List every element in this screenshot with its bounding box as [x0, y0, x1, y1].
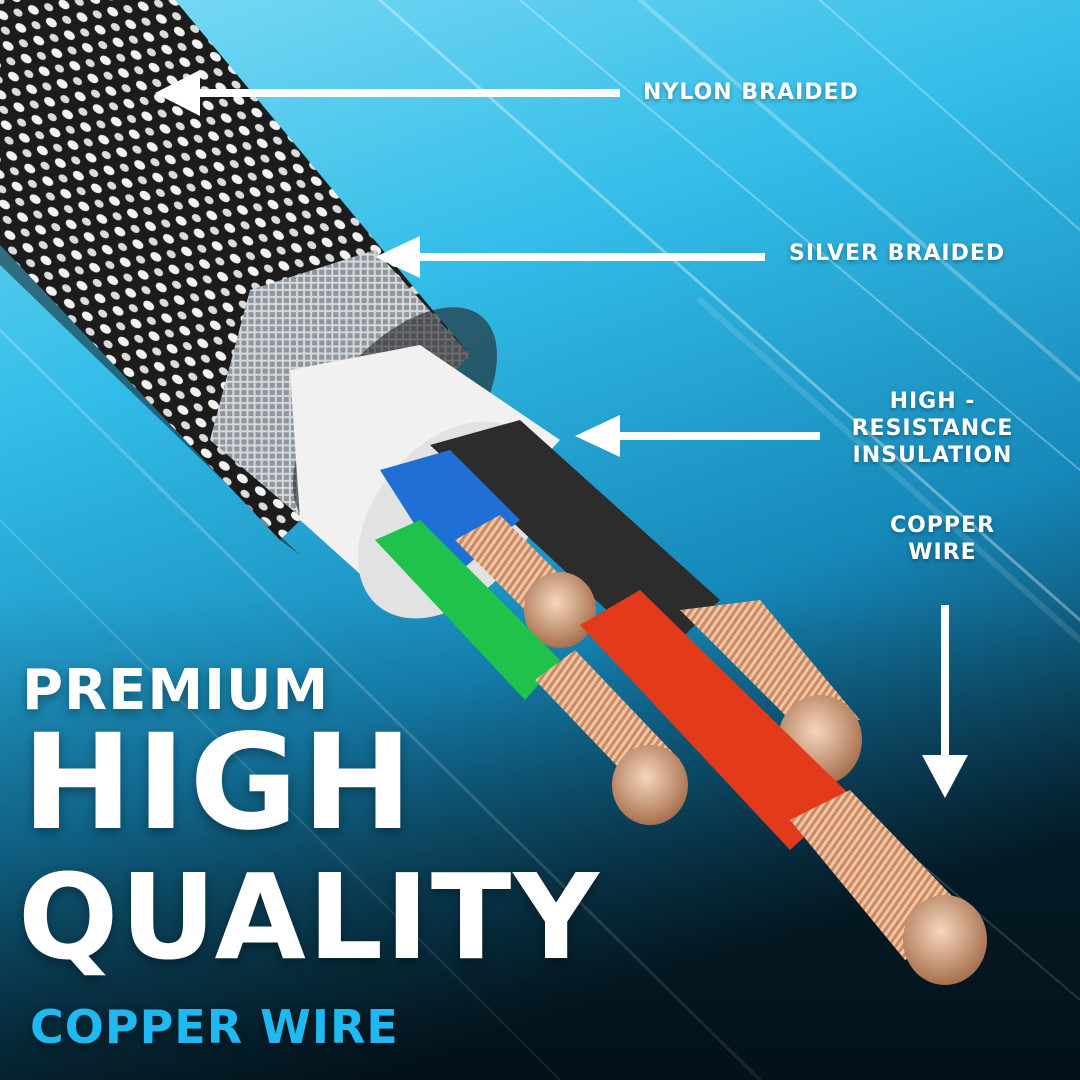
- arrow-down-icon: [922, 755, 968, 798]
- label-insulation: HIGH - RESISTANCE INSULATION: [830, 388, 1035, 469]
- label-insulation-line: RESISTANCE: [851, 416, 1014, 441]
- arrow-left-icon: [375, 236, 420, 278]
- label-copper-line: WIRE: [908, 540, 977, 565]
- label-copper-line: COPPER: [889, 513, 996, 538]
- headline-high: HIGH: [22, 706, 417, 860]
- headline-subtitle: COPPER WIRE: [30, 1000, 399, 1054]
- arrow-left-icon: [155, 70, 200, 116]
- label-insulation-line: HIGH -: [889, 389, 976, 414]
- label-nylon-braided: NYLON BRAIDED: [643, 80, 859, 105]
- label-silver-braided: SILVER BRAIDED: [789, 241, 1006, 266]
- arrow-left-icon: [575, 415, 620, 457]
- label-insulation-line: INSULATION: [852, 443, 1013, 468]
- headline-quality: QUALITY: [18, 848, 601, 986]
- headline-premium: PREMIUM: [22, 658, 330, 723]
- label-copper-wire: COPPER WIRE: [870, 512, 1015, 566]
